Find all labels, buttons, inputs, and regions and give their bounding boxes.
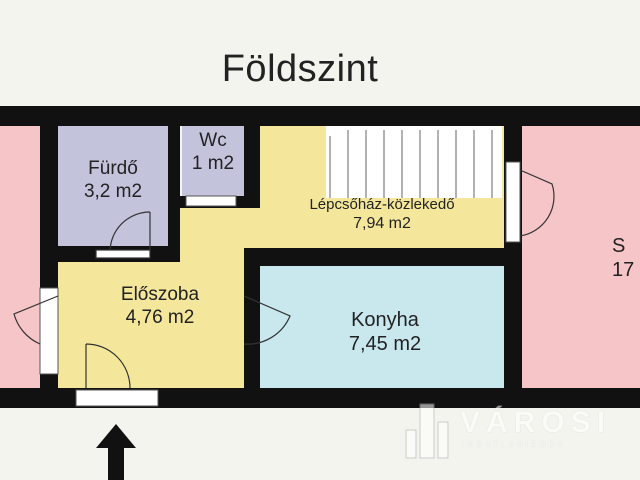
stairwell-name: Lépcsőház-közlekedő <box>309 196 455 213</box>
hall-name: Előszoba <box>120 284 200 305</box>
logo-text: VÁROSI <box>460 406 612 439</box>
stairs-icon <box>326 126 502 198</box>
window-icon <box>39 161 521 407</box>
door-icon <box>13 169 555 389</box>
bathroom-name: Fürdő <box>88 158 138 179</box>
kitchen-label: Konyha 7,45 m2 <box>300 308 470 356</box>
kitchen-name: Konyha <box>351 309 419 331</box>
right-room-area: 17 <box>612 259 635 281</box>
bathroom-area: 3,2 m2 <box>83 180 143 202</box>
right-room <box>522 126 640 388</box>
wc-room <box>182 126 244 196</box>
logo-icon <box>405 403 449 459</box>
bathroom-label: Fürdő 3,2 m2 <box>58 158 168 204</box>
kitchen-area: 7,45 m2 <box>348 333 422 355</box>
entrance-arrow-icon <box>96 424 136 480</box>
hall-area: 4,76 m2 <box>125 306 195 328</box>
stairwell-area: 7,94 m2 <box>353 215 411 232</box>
kitchen <box>260 266 506 388</box>
right-room-label: S 17 <box>612 234 640 282</box>
wc-label: Wc 1 m2 <box>182 130 244 176</box>
floor-title: Földszint <box>221 48 379 90</box>
wc-area: 1 m2 <box>191 152 235 174</box>
logo: VÁROSI INGATLANIRODA <box>404 400 624 460</box>
wc-name: Wc <box>199 130 227 151</box>
left-room <box>0 126 40 388</box>
stairwell-label: Lépcsőház-közlekedő 7,94 m2 <box>262 196 502 233</box>
right-room-name: S <box>612 235 626 257</box>
hall-label: Előszoba 4,76 m2 <box>92 284 228 330</box>
logo-subtext: INGATLANIRODA <box>462 440 566 449</box>
